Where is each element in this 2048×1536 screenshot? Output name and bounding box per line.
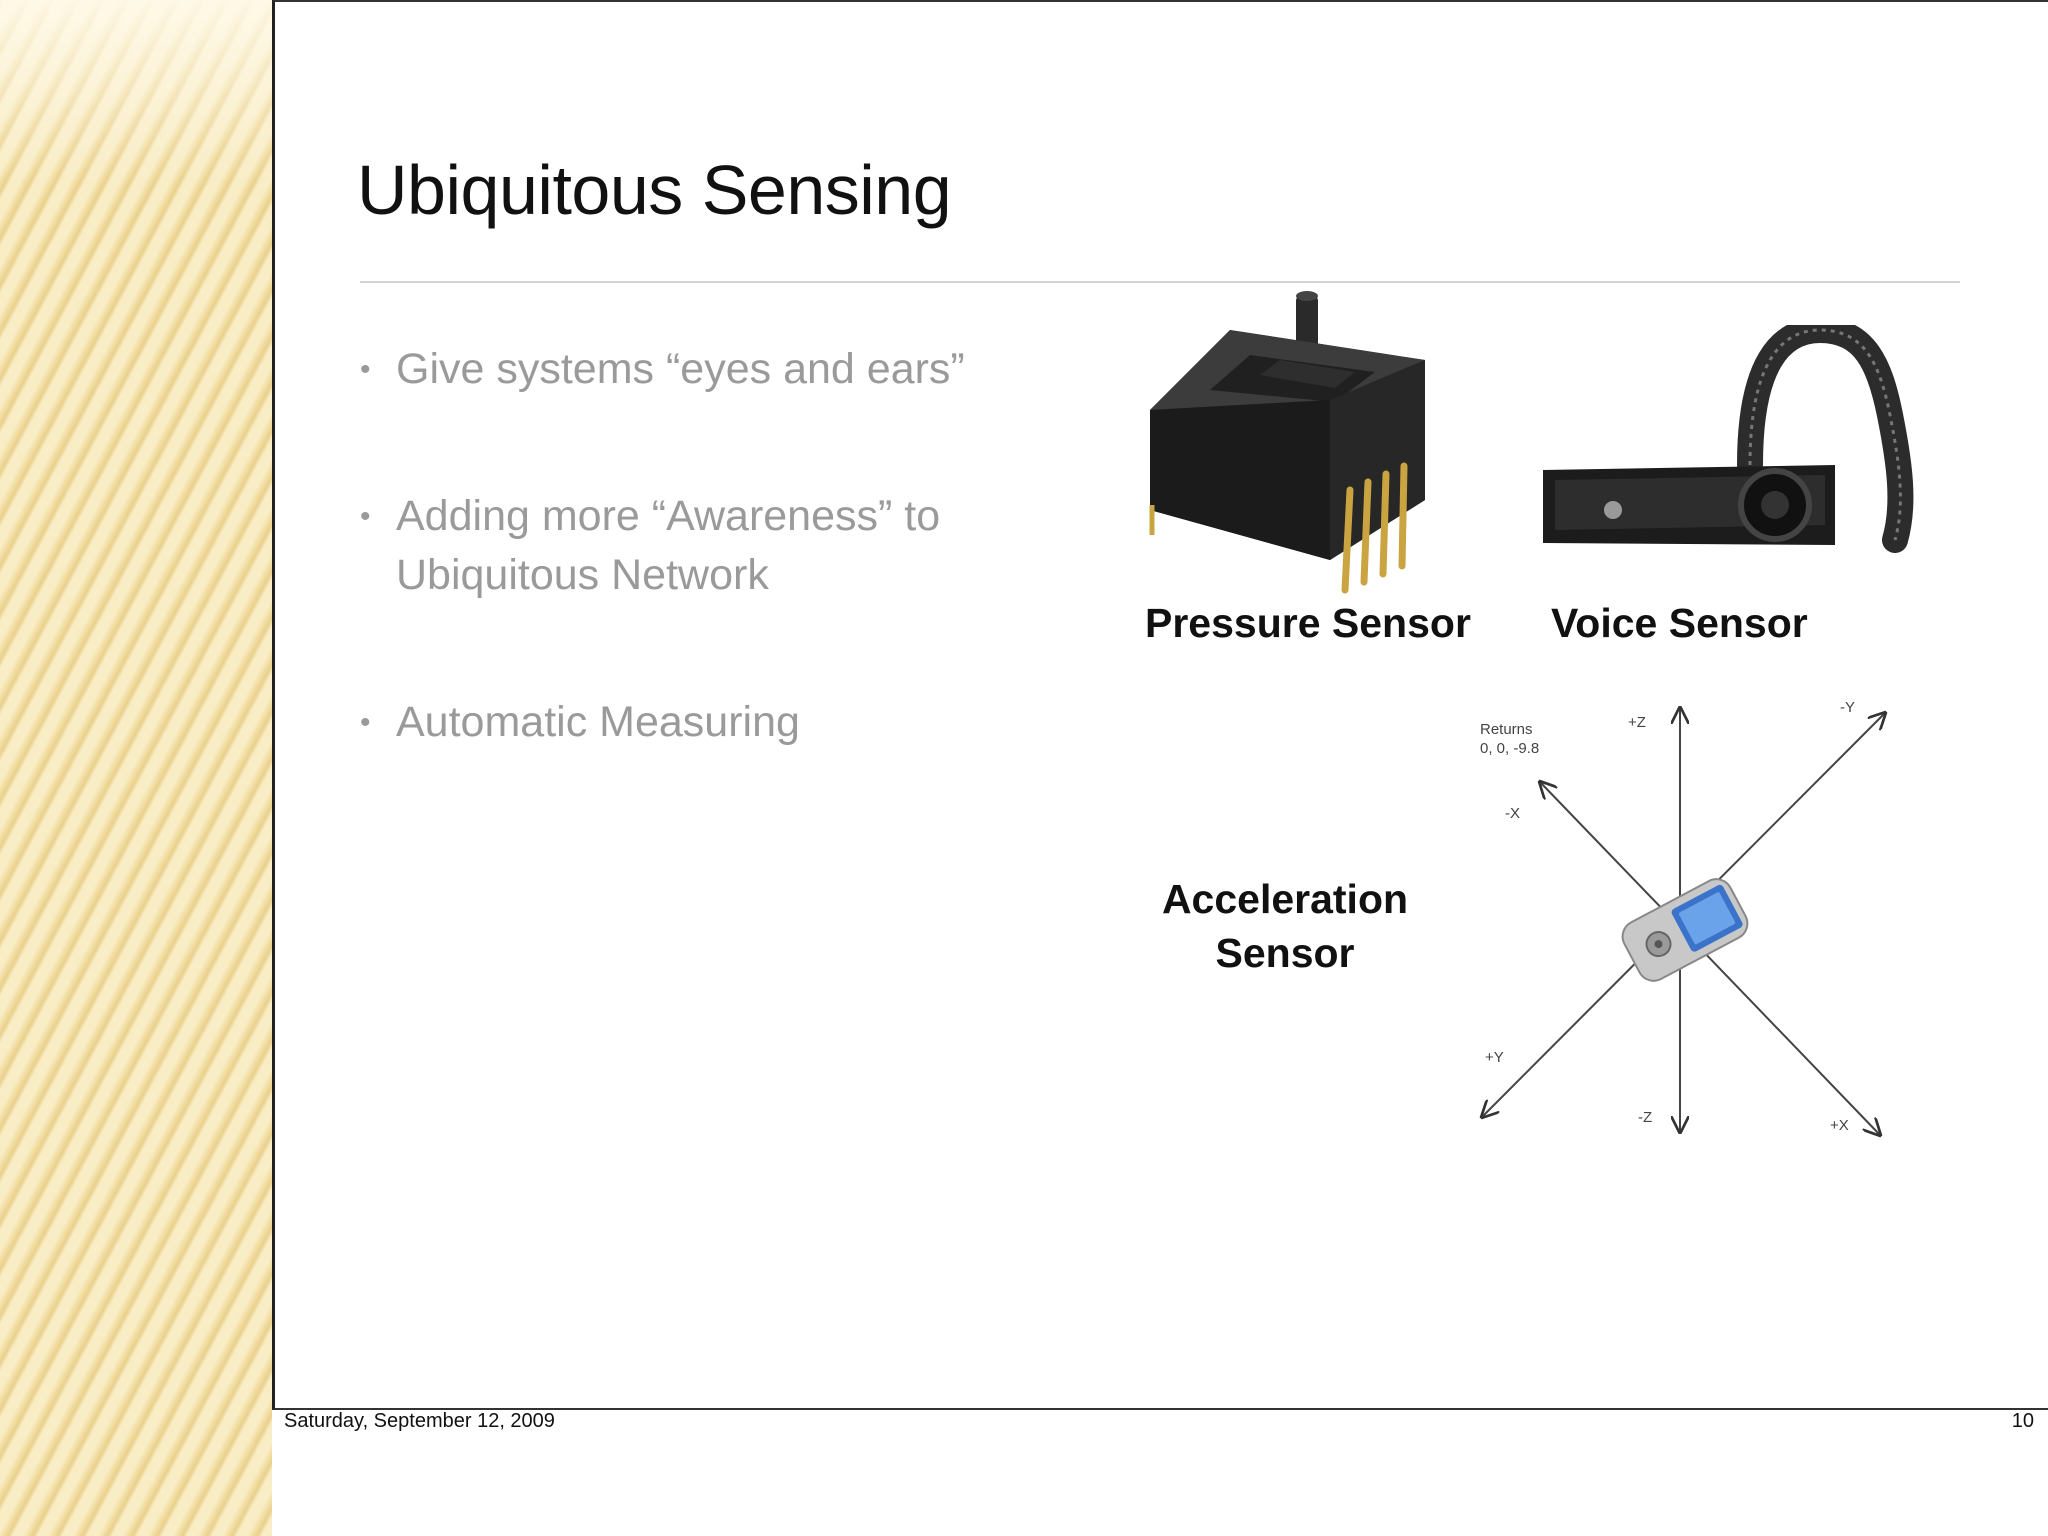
bullet-item: • Give systems “eyes and ears” <box>360 340 965 399</box>
bullet-text: Adding more “Awareness” to <box>396 492 941 540</box>
pos-z-label: +Z <box>1628 714 1646 731</box>
x-axis-line <box>1540 782 1880 1135</box>
acceleration-caption-line1: Acceleration <box>1161 876 1409 922</box>
neg-z-label: -Z <box>1638 1109 1652 1126</box>
bullet-dot: • <box>360 353 371 386</box>
bullet-text: Automatic Measuring <box>396 698 800 746</box>
bullet-dot: • <box>360 500 371 533</box>
slide-canvas <box>272 0 2048 1410</box>
voice-sensor-caption: Voice Sensor <box>1551 600 1808 646</box>
pda-phone-image <box>1621 878 1749 982</box>
pos-x-label: +X <box>1830 1117 1849 1134</box>
bullet-text-continued: Ubiquitous Network <box>396 551 769 599</box>
bullet-item: • Automatic Measuring <box>360 693 800 752</box>
returns-values: 0, 0, -9.8 <box>1480 740 1539 757</box>
returns-label: Returns <box>1480 721 1533 738</box>
pressure-sensor-image <box>1149 291 1425 594</box>
acceleration-sensor-caption: Acceleration Sensor <box>1150 872 1420 980</box>
acceleration-caption-line2: Sensor <box>1215 930 1355 976</box>
footer-date: Saturday, September 12, 2009 <box>284 1410 555 1432</box>
bullet-dot: • <box>360 706 371 739</box>
slide-title: Ubiquitous Sensing <box>357 151 952 229</box>
neg-x-label: -X <box>1505 805 1520 822</box>
below-slide-area <box>272 1410 2048 1536</box>
bullet-item: • Adding more “Awareness” to Ubiquitous Ne… <box>360 487 940 605</box>
decorative-stripe-panel <box>0 0 272 1536</box>
voice-headset-image <box>1543 325 1914 553</box>
footer-page-number: 10 <box>2011 1410 2034 1432</box>
pos-y-label: +Y <box>1485 1049 1504 1066</box>
acceleration-axis-diagram: Returns 0, 0, -9.8 +Z -Z +X -X +Y -Y <box>1460 699 1900 1140</box>
bullet-text: Give systems “eyes and ears” <box>396 345 965 393</box>
title-divider <box>360 281 1960 283</box>
pressure-sensor-caption: Pressure Sensor <box>1145 600 1471 646</box>
neg-y-label: -Y <box>1840 699 1855 716</box>
